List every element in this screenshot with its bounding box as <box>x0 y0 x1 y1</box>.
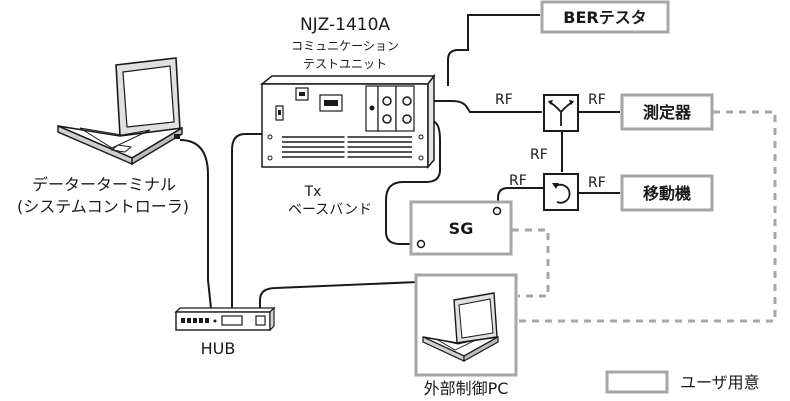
hub-ports <box>181 318 209 323</box>
tx-baseband-caption: Tx ベースバンド <box>288 184 372 218</box>
unit-db-inner <box>324 100 338 106</box>
control-lines <box>512 110 777 323</box>
tx-label-line2: ベースバンド <box>288 202 372 218</box>
mobile-box: 移動機 <box>620 174 714 212</box>
rf-label-unit-divider: RF <box>495 92 513 108</box>
unit-top-face <box>259 75 436 85</box>
unit-usb-inner <box>299 92 305 96</box>
unit-screw-1 <box>267 134 273 140</box>
cable-unit-to-ber <box>447 14 540 86</box>
unit-port-d <box>369 105 375 111</box>
terminal-laptop-keyboard <box>79 127 151 149</box>
unit-screw-4 <box>418 155 424 161</box>
terminal-laptop-port <box>174 134 180 139</box>
terminal-laptop-base-front <box>131 126 183 166</box>
cable-hub-pc <box>259 281 419 322</box>
divider-arrowhead-right <box>569 100 574 105</box>
terminal-laptop-screen <box>122 65 175 128</box>
external-pc-box <box>414 273 518 377</box>
hub-label: HUB <box>201 339 236 358</box>
unit-port-b <box>382 114 392 124</box>
cable-circulator-sg <box>497 187 544 208</box>
unit-model: NJZ-1410A <box>300 15 390 35</box>
unit-screw-3 <box>418 134 424 140</box>
unit-screw-2 <box>267 155 273 161</box>
meter-label: 測定器 <box>643 103 692 122</box>
circulator-arc <box>555 183 571 204</box>
legend-swatch <box>605 370 669 394</box>
external-pc-laptop-base-front <box>463 335 499 363</box>
terminal-label-line2: (システムコントローラ) <box>17 197 189 216</box>
sg-rf-port <box>492 206 502 216</box>
external-pc-laptop-icon <box>422 292 499 363</box>
ber-tester-frame <box>540 0 670 34</box>
legend-label: ユーザ用意 <box>680 373 760 392</box>
unit-caption: NJZ-1410A コミュニケーション テストユニット <box>291 15 399 71</box>
control-line-sg <box>512 228 550 298</box>
test-unit <box>259 73 436 170</box>
unit-side-face <box>427 73 435 170</box>
circulator-symbol <box>543 173 579 211</box>
mobile-frame <box>620 174 714 212</box>
rf-labels: RF RF RF RF RF <box>495 92 606 191</box>
cable-tx-baseband <box>385 120 441 245</box>
legend: ユーザ用意 <box>605 370 760 394</box>
terminal-laptop-touchpad <box>110 144 133 153</box>
hub-uplink-port <box>255 315 266 326</box>
unit-rf-port <box>402 96 412 106</box>
hub-db-connector <box>221 315 243 326</box>
tx-label-line1: Tx <box>304 184 322 200</box>
control-line-meter <box>518 110 777 323</box>
unit-module-3 <box>395 85 415 132</box>
cable-unit-hub <box>231 133 262 318</box>
unit-name-line1: コミュニケーション <box>291 39 399 53</box>
terminal-laptop-icon <box>57 57 183 166</box>
rf-label-divider-meter: RF <box>588 92 606 108</box>
cables <box>179 14 620 322</box>
mobile-label: 移動機 <box>643 184 691 203</box>
meter-box: 測定器 <box>620 93 714 131</box>
terminal-label-line1: データーターミナル <box>32 175 176 194</box>
hub-icon <box>174 306 276 332</box>
external-pc-laptop-screen <box>458 298 494 339</box>
rf-label-divider-circulator: RF <box>530 147 548 163</box>
ber-tester-label: BERテスタ <box>563 8 646 27</box>
sg-baseband-port <box>416 239 426 249</box>
circulator-arrowhead <box>552 183 559 189</box>
meter-frame <box>620 93 714 131</box>
circulator-frame <box>543 173 579 211</box>
unit-power-switch-dot <box>278 110 281 115</box>
rf-label-circulator-mobile: RF <box>588 175 606 191</box>
external-pc-laptop-keyboard <box>435 338 477 351</box>
hub-side <box>269 306 275 332</box>
divider-symbol <box>543 94 579 132</box>
divider-arrowhead-left <box>548 100 553 105</box>
unit-port-a <box>382 96 392 106</box>
unit-name-line2: テストユニット <box>303 57 387 71</box>
ber-tester-box: BERテスタ <box>540 0 670 34</box>
cable-terminal-hub <box>179 139 213 319</box>
rf-label-sg-circulator: RF <box>509 173 527 189</box>
hub-led <box>213 319 217 323</box>
unit-port-c <box>402 114 412 124</box>
cable-unit-rf <box>410 100 542 113</box>
sg-label: SG <box>449 219 474 238</box>
sg-box: SG <box>409 200 513 256</box>
external-pc-label: 外部制御PC <box>424 379 509 398</box>
unit-module-2 <box>377 85 397 132</box>
